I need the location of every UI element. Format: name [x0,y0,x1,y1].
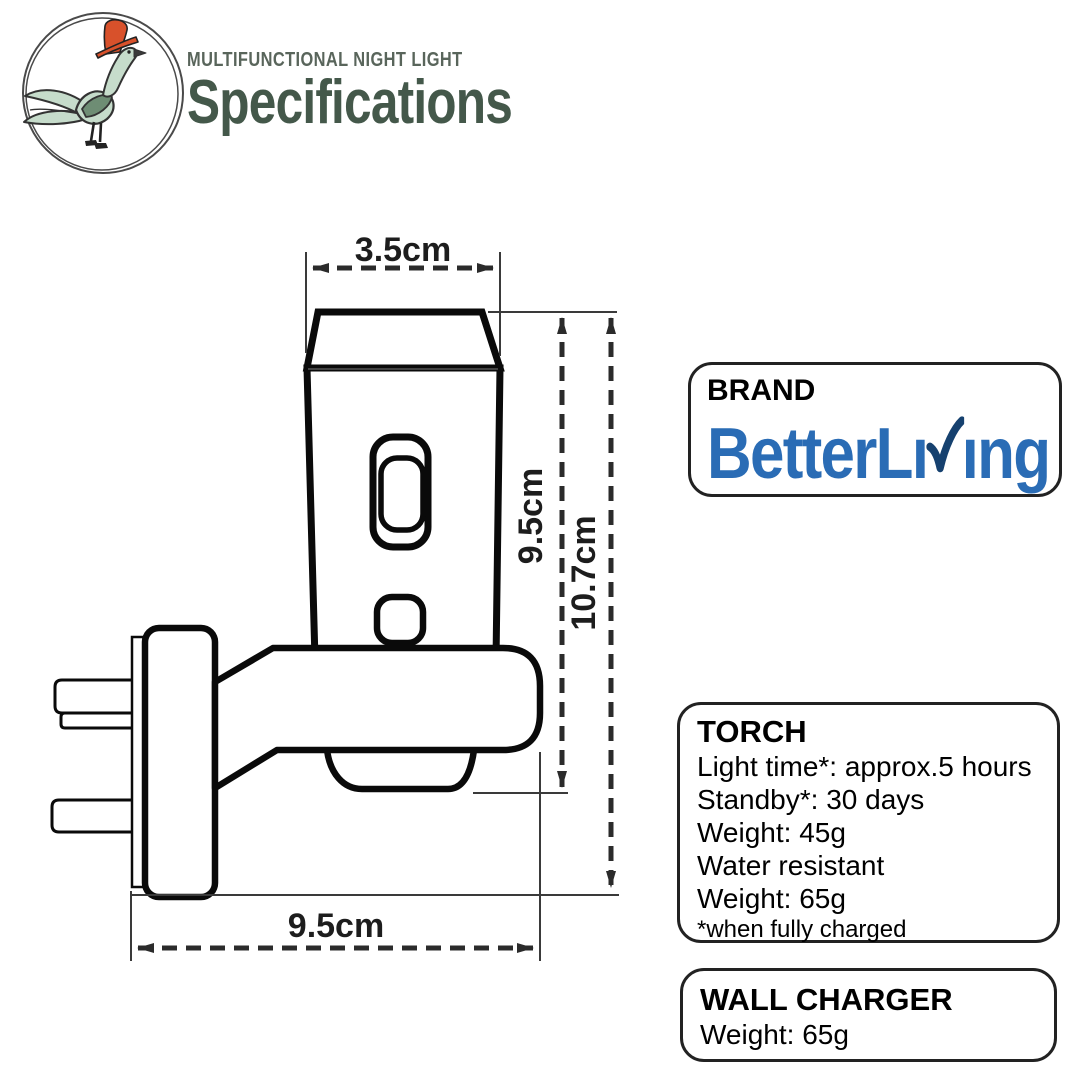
brand-name-i: ı [911,414,929,494]
indicator-led [373,593,427,647]
wall-charger-box: WALL CHARGER Weight: 65g [680,968,1057,1062]
page-title: Specifications [187,68,513,137]
header: MULTIFUNCTIONAL NIGHT LIGHT Specificatio… [187,49,593,137]
bird-icon [23,18,147,149]
torch-spec-box: TORCH Light time*: approx.5 hours Standb… [677,702,1060,943]
torch-top-cap [302,308,505,372]
torch-spec-weight: Weight: 45g [697,817,846,848]
dim-label-torch-height: 9.5cm [512,468,550,564]
bird-logo-icon [22,12,184,174]
product-subtitle: MULTIFUNCTIONAL NIGHT LIGHT [187,49,463,71]
checkmark-icon [926,416,965,473]
top-hat-icon [95,18,139,59]
torch-spec-standby: Standby*: 30 days [697,784,925,815]
torch-spec-footnote: *when fully charged [697,916,907,943]
torch-box-title: TORCH [697,714,807,749]
mascot-logo [8,2,198,192]
torch-body [302,308,505,793]
torch-spec-weight-2: Weight: 65g [697,883,846,914]
power-button-inner [378,455,426,533]
torch-bottom-cap [323,749,478,793]
dimension-lines [137,263,616,953]
plug-pin-top-sleeve [59,711,139,730]
torch-spec-light-time: Light time*: approx.5 hours [697,751,1032,782]
wall-charger [50,624,544,901]
charger-arm [211,644,544,792]
dim-label-total-height: 10.7cm [565,515,603,630]
wall-plate [141,624,219,901]
wall-charger-weight: Weight: 65g [700,1019,849,1050]
torch-spec-water-resistant: Water resistant [697,850,885,881]
brand-box-label: BRAND [707,374,816,407]
brand-name-pre: BetterL [707,414,913,494]
logo-ring-inner [25,17,179,171]
plug-pin-bottom [50,798,139,834]
dim-label-torch-width: 3.5cm [355,231,451,269]
extension-lines [130,252,619,961]
wall-charger-title: WALL CHARGER [700,982,953,1017]
dim-label-total-width: 9.5cm [288,907,384,945]
plug-pin-top [53,678,139,715]
brand-name-post: ıng [961,414,1051,494]
